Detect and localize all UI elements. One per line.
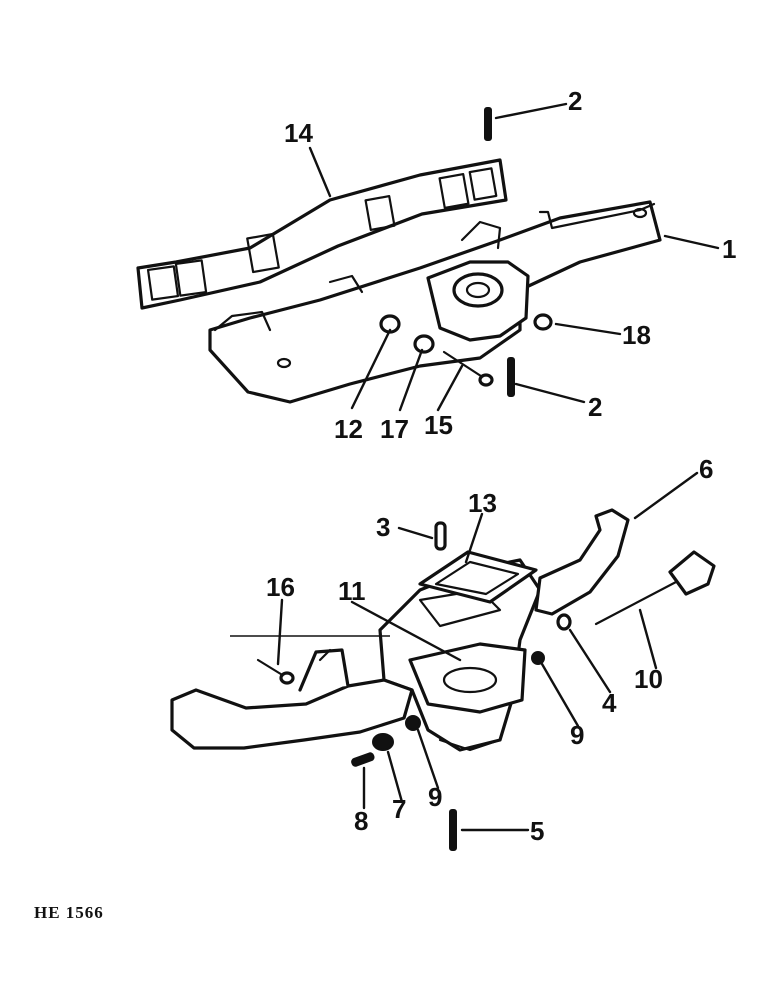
part-6-manifold-arm — [534, 508, 630, 616]
callout-2-lower: 2 — [588, 392, 602, 422]
part-16-bolt — [256, 658, 295, 685]
figure-code: HE 1566 — [34, 903, 104, 922]
callout-11: 11 — [338, 576, 366, 606]
callout-12: 12 — [334, 414, 363, 444]
callout-3: 3 — [376, 512, 390, 542]
callout-18: 18 — [622, 320, 651, 350]
part-7-cap — [372, 733, 394, 751]
part-10-rod-with-knob — [594, 550, 716, 626]
leader-lines — [276, 102, 720, 832]
callout-6: 6 — [699, 454, 713, 484]
callout-16: 16 — [266, 572, 295, 602]
part-3-pin — [434, 521, 447, 551]
part-9-plug-right — [531, 651, 545, 665]
callout-2-upper: 2 — [568, 86, 582, 116]
callout-13: 13 — [468, 488, 497, 518]
callout-5: 5 — [530, 816, 544, 846]
part-2-stud-upper — [484, 107, 492, 141]
callout-9-left: 9 — [428, 782, 442, 812]
part-5-stud — [449, 809, 457, 851]
part-14-manifold-gasket — [136, 158, 508, 310]
part-15-bolt — [442, 350, 494, 387]
callout-14: 14 — [284, 118, 313, 148]
part-13-gasket — [418, 550, 538, 604]
callout-labels: 2 14 1 18 12 17 15 2 6 13 3 16 11 10 4 9… — [266, 86, 736, 846]
callout-15: 15 — [424, 410, 453, 440]
part-2-stud-lower — [507, 357, 515, 397]
callout-1: 1 — [722, 234, 736, 264]
part-17-washer — [413, 334, 435, 354]
callout-4: 4 — [602, 688, 617, 718]
part-18-plug — [533, 313, 553, 331]
callout-9-right: 9 — [570, 720, 584, 750]
part-8-pin — [351, 752, 375, 767]
callout-17: 17 — [380, 414, 409, 444]
part-9-plug-left — [405, 715, 421, 731]
intake-elbow-pipe — [170, 648, 414, 750]
callout-10: 10 — [634, 664, 663, 694]
part-11-intake-manifold-body — [378, 558, 542, 752]
callout-7: 7 — [392, 794, 406, 824]
callout-8: 8 — [354, 806, 368, 836]
part-1-exhaust-manifold — [208, 200, 662, 404]
part-4-ring — [556, 613, 572, 631]
